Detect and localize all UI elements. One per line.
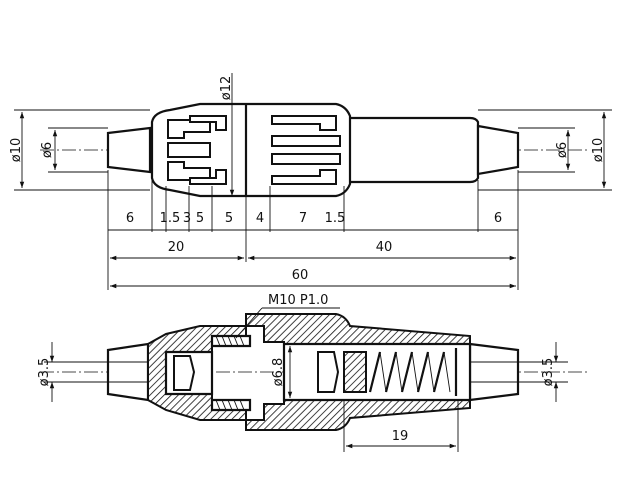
right-grip-slots: [271, 115, 341, 185]
center-diameter: ø12: [219, 76, 234, 101]
thread-leader: [235, 307, 263, 339]
dim-60: 60: [292, 268, 309, 283]
dim-5-a: 5: [196, 211, 204, 226]
left-grip-slots: [167, 115, 227, 185]
dim-3: 3: [183, 211, 191, 226]
right-inner-diameter: ø6: [555, 142, 570, 158]
right-socket-contact: [317, 351, 340, 393]
section-view: M10 P1.0 ø3.5 ø6.8 ø3.5 19: [37, 293, 590, 452]
dim-7: 7: [299, 211, 307, 226]
right-bore: [282, 342, 472, 402]
section-left-tip: [106, 342, 150, 402]
section-left-diameter: ø3.5: [37, 358, 52, 387]
spring-length-dim: 19: [392, 429, 409, 444]
dim-20: 20: [168, 240, 185, 255]
dim-1-5-right: 1.5: [325, 211, 346, 226]
right-outer-diameter: ø10: [591, 138, 606, 163]
top-view: ø10 ø6 ø12 ø6 ø10 6 1.5 3: [9, 73, 612, 290]
dim-5-b: 5: [225, 211, 233, 226]
section-inner-diameter: ø6.8: [271, 358, 286, 387]
dim-4: 4: [256, 211, 264, 226]
left-outer-diameter: ø10: [9, 138, 24, 163]
dim-tip-right: 6: [494, 211, 502, 226]
dim-tip-left: 6: [126, 211, 134, 226]
section-right-diameter: ø3.5: [541, 358, 556, 387]
right-tip: [476, 124, 520, 176]
left-tip: [106, 126, 152, 174]
thread-lower: [210, 398, 252, 412]
left-socket-contact: [173, 355, 196, 391]
thread-marks: [215, 335, 245, 411]
left-inner-diameter: ø6: [40, 142, 55, 158]
dim-1-5-left: 1.5: [160, 211, 181, 226]
spring: [343, 348, 458, 396]
dim-40: 40: [376, 240, 393, 255]
right-tube: [338, 116, 480, 184]
thread-label: M10 P1.0: [268, 293, 328, 308]
section-right-tip: [468, 342, 520, 402]
